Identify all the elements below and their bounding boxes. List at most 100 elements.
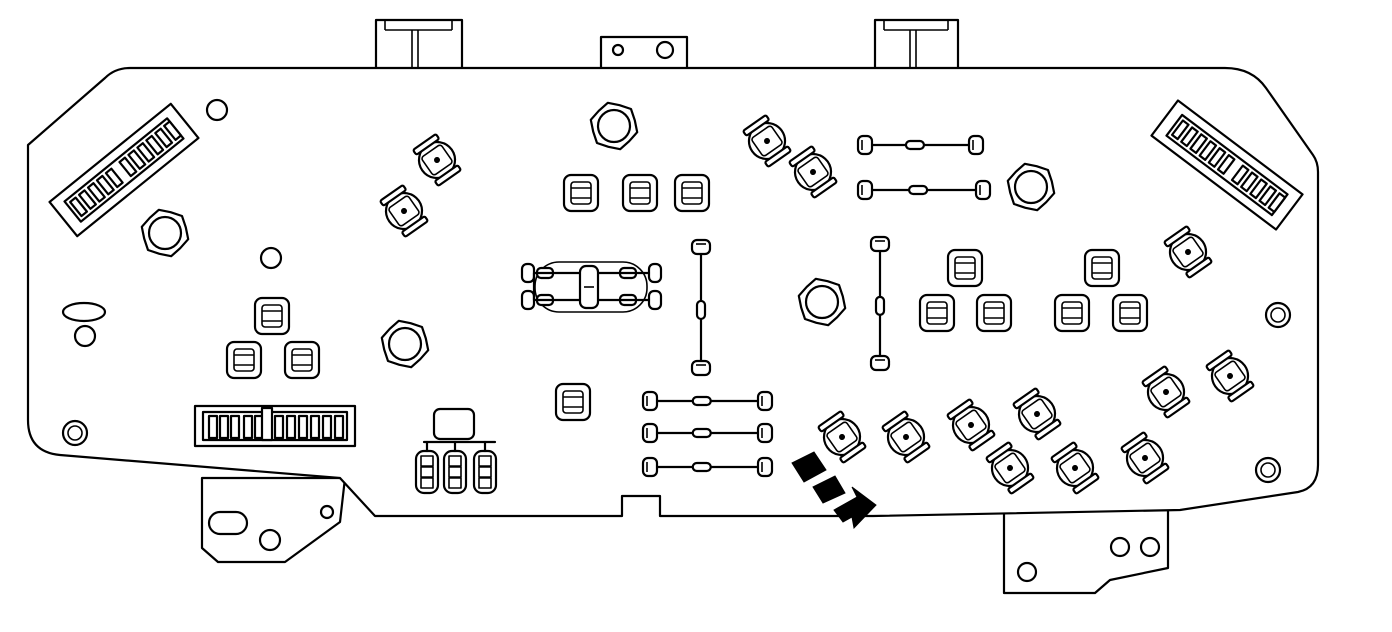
mounting-hole — [1254, 456, 1282, 484]
bulb-socket — [881, 410, 931, 464]
mounting-hole — [259, 246, 283, 270]
connector-pin — [154, 127, 174, 149]
connector-pin — [163, 120, 183, 141]
gauge-spindle-holes — [140, 101, 1056, 369]
diode-terminal — [647, 289, 663, 311]
contact-pad — [673, 173, 711, 213]
diode-cluster — [520, 261, 663, 313]
resistor — [856, 134, 985, 156]
connector-pin — [77, 189, 97, 210]
connector-pin — [273, 414, 285, 440]
bulb-socket — [412, 133, 462, 187]
bulb-socket — [1205, 349, 1255, 403]
connector-pin — [1258, 185, 1278, 207]
gauge-spindle-hole — [140, 208, 190, 258]
bulb-socket — [1120, 431, 1170, 485]
resistor — [641, 390, 774, 412]
connector-pin — [145, 134, 165, 156]
diode-terminal — [520, 262, 536, 284]
connector-pin — [1240, 171, 1259, 193]
contact-pad — [1083, 248, 1121, 288]
contact-pad — [621, 173, 659, 213]
bulb-socket — [742, 114, 792, 168]
bulb-socket — [1141, 365, 1191, 419]
edge-connector-left — [48, 102, 200, 238]
top-connector-tab-left — [374, 18, 464, 68]
mounting-slot — [61, 301, 107, 323]
bottom-bracket-left — [200, 476, 347, 564]
connector-pin — [1189, 133, 1208, 155]
contact-pad — [562, 173, 600, 213]
gauge-spindle-hole — [797, 277, 847, 327]
gauge-spindle-hole — [380, 319, 430, 369]
top-mounting-tab — [599, 35, 689, 68]
bulb-socket — [1163, 225, 1213, 279]
contact-pad — [975, 293, 1013, 333]
gauge-spindle-hole — [589, 101, 639, 151]
connector-pin — [242, 414, 254, 440]
connector-pin — [69, 196, 89, 218]
connector-pin — [104, 167, 124, 189]
diode-terminal — [647, 262, 663, 284]
contact-pad — [253, 296, 291, 336]
connector-key — [260, 406, 274, 442]
connector-pin — [218, 414, 230, 440]
contact-pad — [554, 382, 592, 422]
resistor — [641, 422, 774, 444]
pin-socket — [442, 449, 468, 495]
pin-socket — [472, 449, 498, 495]
connector-pin — [136, 142, 156, 163]
connector-pin — [229, 414, 241, 440]
bulb-sockets — [379, 114, 1255, 495]
mounting-hole — [73, 324, 97, 348]
bulb-socket — [817, 410, 867, 464]
mounting-hole — [205, 98, 229, 122]
resistor — [641, 456, 774, 478]
connector-pin — [1216, 154, 1236, 175]
bulb-socket — [1050, 441, 1100, 495]
resistor — [869, 235, 891, 372]
contact-pad — [225, 340, 263, 380]
mounting-hole — [1264, 301, 1292, 329]
bottom-bracket-right — [1002, 508, 1170, 595]
connector-pin — [285, 414, 297, 440]
board-outline — [26, 66, 1320, 518]
top-connector-tab-right — [873, 18, 960, 68]
resistors — [641, 134, 992, 478]
gauge-spindle-hole — [1006, 162, 1056, 212]
bulb-socket — [946, 398, 996, 452]
mounting-holes — [61, 98, 1292, 484]
connector-pin — [297, 414, 309, 440]
contact-pads — [225, 173, 1149, 422]
chip-connector-block — [414, 407, 498, 495]
connector-pin — [207, 414, 219, 440]
contact-pad — [1053, 293, 1091, 333]
connector-pin — [1170, 119, 1190, 141]
connector-pin — [127, 149, 147, 170]
connector-pin — [1230, 164, 1250, 186]
contact-pad — [918, 293, 956, 333]
connector-pin — [1198, 140, 1218, 161]
connector-pin — [1180, 126, 1199, 148]
edge-connector-right — [1150, 99, 1304, 231]
bulb-socket — [985, 441, 1035, 495]
diode-terminal — [520, 289, 536, 311]
contact-pad — [1111, 293, 1149, 333]
connector-pin — [95, 174, 115, 196]
edge-connector-bottom — [193, 404, 357, 448]
contact-pad — [283, 340, 321, 380]
mounting-hole — [61, 419, 89, 447]
bulb-socket — [1012, 387, 1062, 441]
bulb-socket — [788, 145, 838, 199]
connector-pin — [321, 414, 333, 440]
connector-pin — [86, 182, 106, 203]
bulb-socket — [379, 184, 429, 238]
resistor — [690, 238, 712, 377]
dashed-arrow-icon — [791, 451, 877, 530]
connector-pin — [1267, 192, 1287, 214]
connector-pin — [1207, 147, 1227, 168]
resistor — [856, 179, 992, 201]
connector-pin — [118, 156, 138, 178]
